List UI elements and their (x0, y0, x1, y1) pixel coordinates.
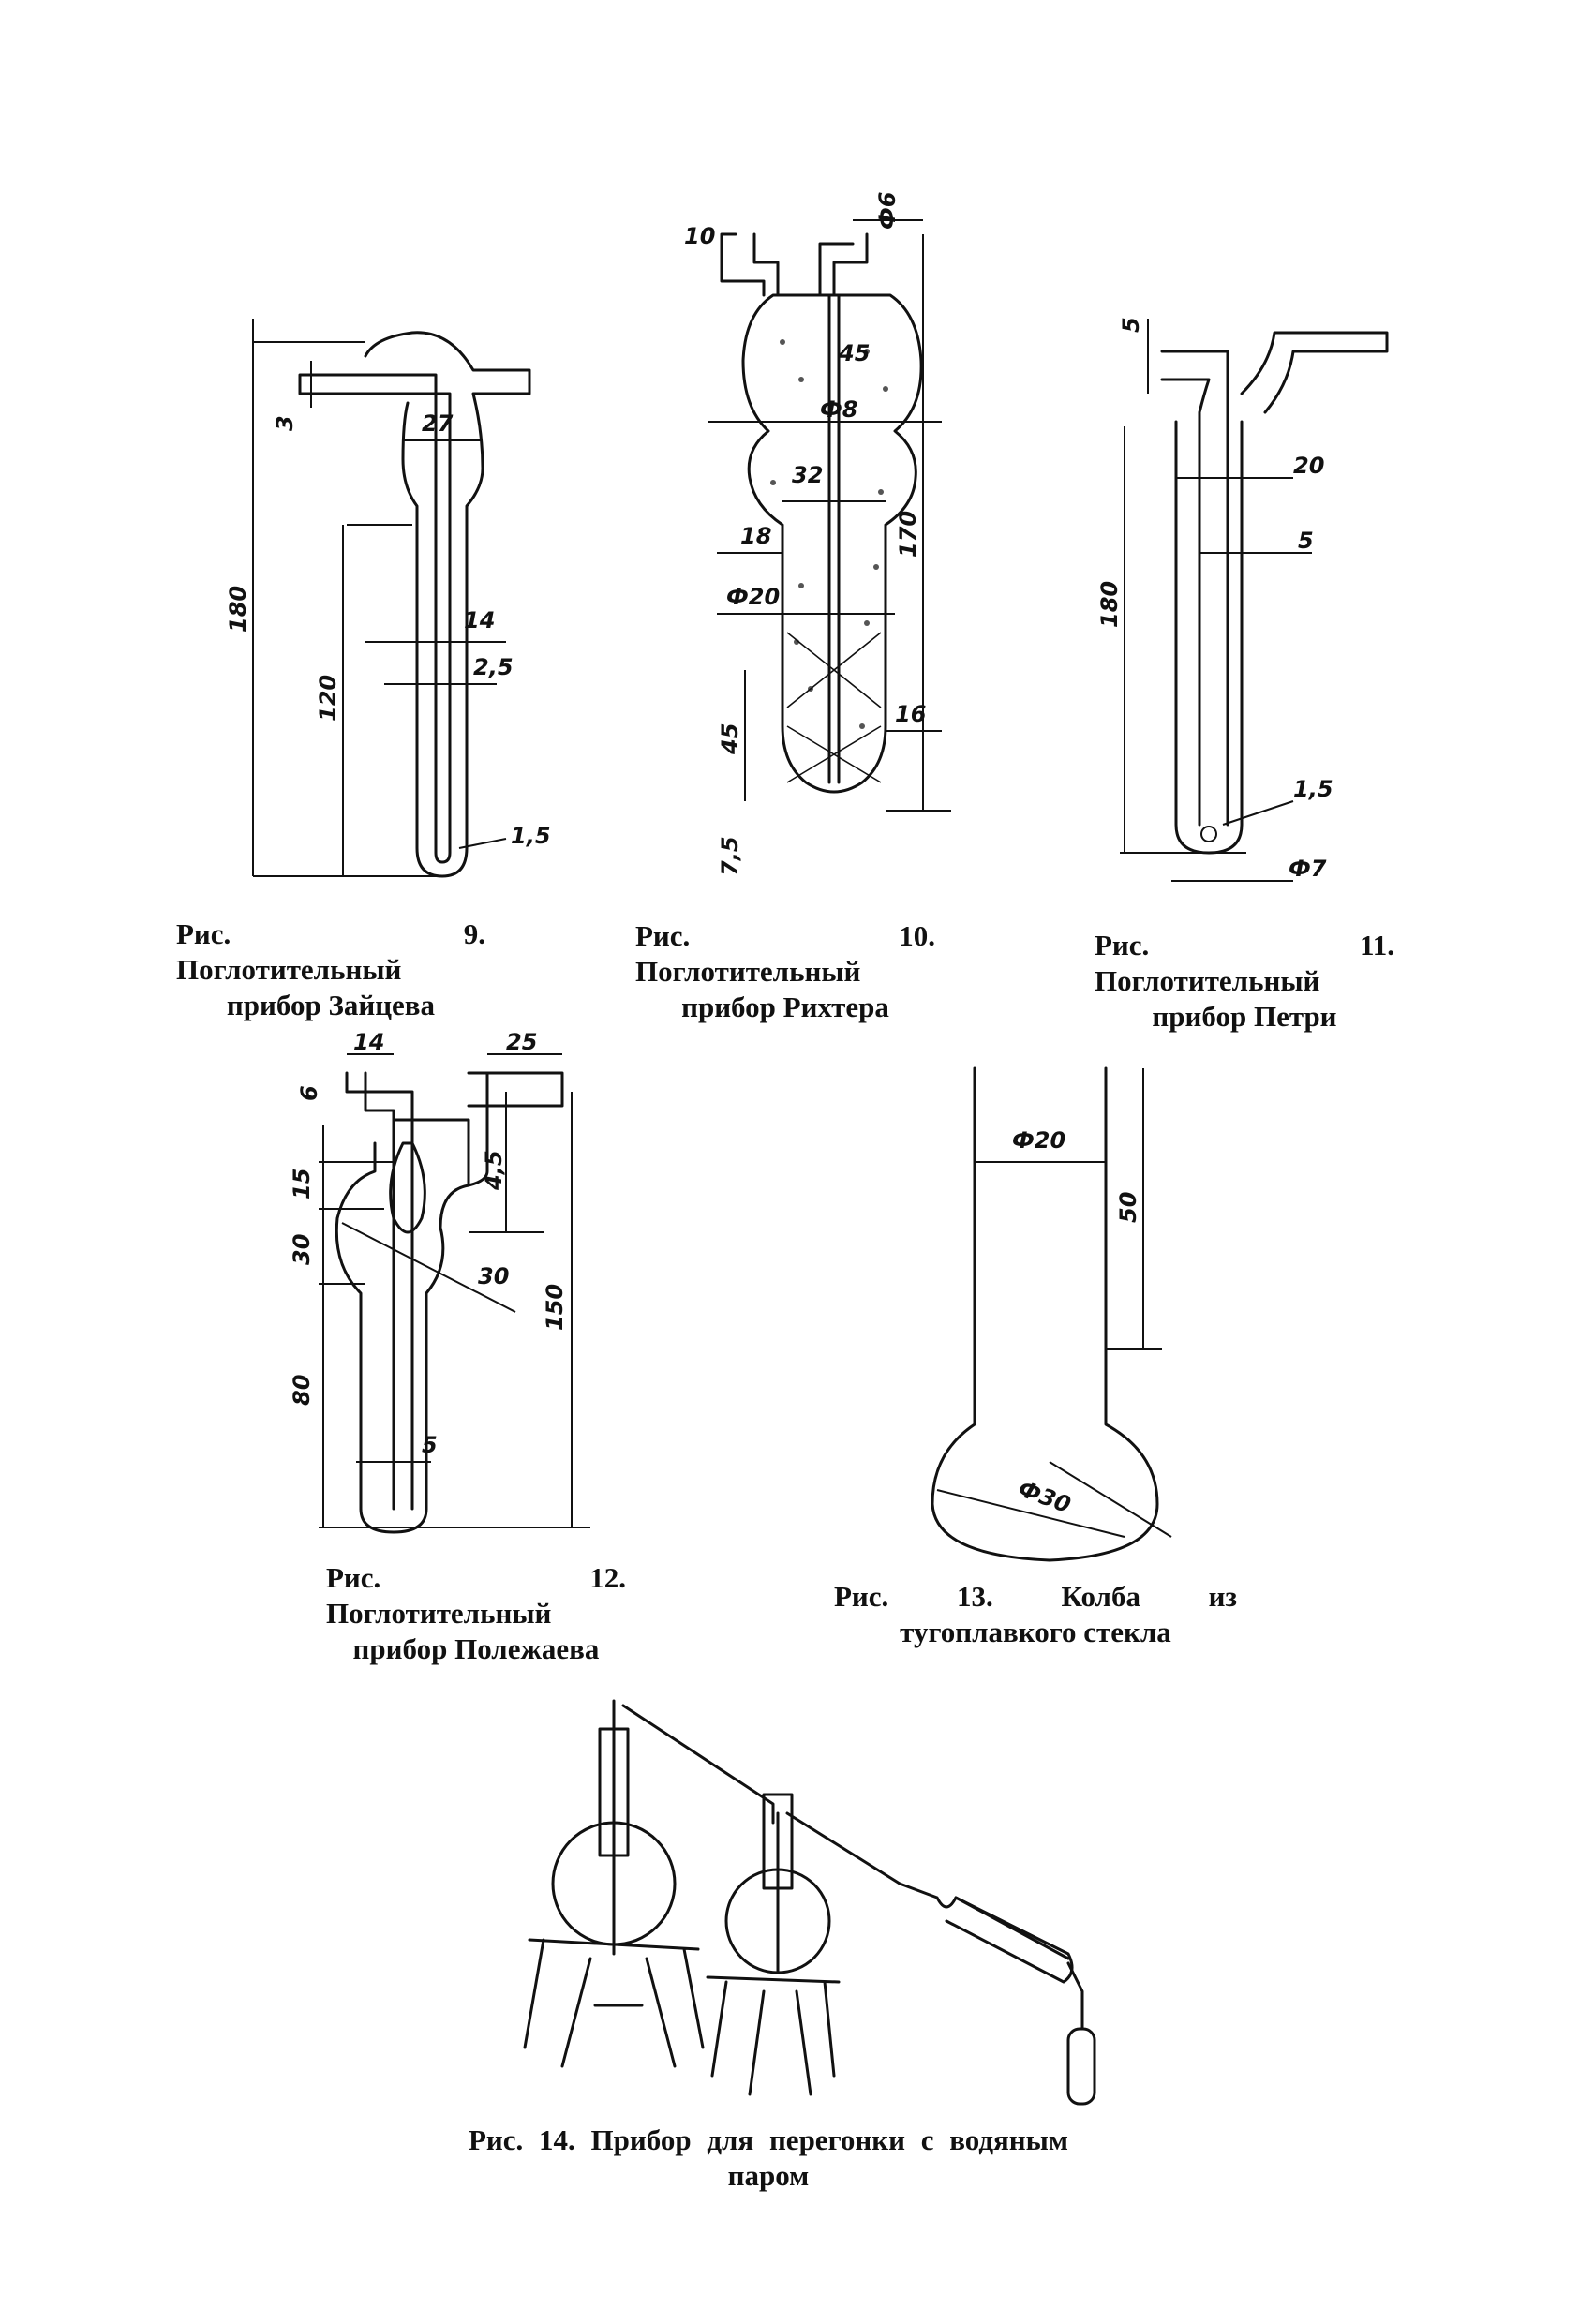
dim-label: 45 (838, 340, 870, 366)
dim-label: 3 (272, 415, 298, 431)
figure-13-refractory-flask: Ф20 50 Ф30 (918, 1050, 1199, 1574)
petri-dimension-labels: 5 20 5 180 1,5 Ф7 (1096, 317, 1333, 882)
dim-label: 10 (684, 223, 715, 249)
dim-label: 1,5 (511, 823, 551, 849)
dim-label: 27 (422, 410, 454, 437)
dim-label: 20 (1293, 453, 1324, 479)
dim-label: 120 (315, 675, 341, 722)
flask-outline (931, 1066, 1159, 1562)
dim-label: 15 (289, 1169, 315, 1199)
zaitsev-vessel-outline (364, 331, 531, 878)
dim-label: 32 (792, 462, 823, 488)
polezhaev-vessel-outline (335, 1118, 470, 1511)
dim-label: 30 (478, 1263, 509, 1289)
dim-label: 18 (740, 523, 771, 549)
condenser (898, 1882, 1074, 1984)
figure-11-petri-absorber: 5 20 5 180 1,5 Ф7 (1096, 290, 1443, 900)
richter-vessel-outline (741, 293, 923, 794)
receiver-tube (1066, 2027, 1096, 2106)
dim-label: 30 (289, 1234, 315, 1265)
figure-11-caption: Рис. 11. Поглотительный прибор Петри (1095, 929, 1394, 1033)
dim-label: Ф20 (1012, 1127, 1065, 1154)
dim-label: 170 (895, 511, 921, 558)
dim-label: 14 (464, 607, 495, 633)
figure-10-caption: Рис. 10. Поглотительный прибор Рихтера (635, 919, 935, 1023)
figure-12-caption: Рис. 12. Поглотительный прибор Полежаева (326, 1561, 626, 1665)
dim-label: 25 (506, 1029, 537, 1055)
dim-label: 180 (225, 586, 251, 633)
dim-label: 1,5 (1293, 776, 1333, 802)
dim-label: 5 (1118, 317, 1144, 333)
dim-label: 45 (717, 723, 743, 755)
dim-label: 14 (353, 1029, 384, 1055)
dim-label: 16 (895, 701, 926, 727)
figure-10-richter-absorber: 10 Ф6 45 Ф8 32 170 18 Ф20 45 16 7,5 (670, 192, 970, 895)
figure-13-caption: Рис. 13. Колба из тугоплавкого стекла (834, 1580, 1237, 1648)
dim-label: 5 (422, 1432, 438, 1458)
dim-label: 150 (542, 1284, 568, 1331)
petri-vessel-outline (1174, 420, 1244, 855)
dim-label: Ф20 (726, 584, 780, 610)
dim-label: Ф8 (820, 396, 858, 423)
dim-label: 180 (1096, 581, 1123, 628)
dim-label: 6 (296, 1085, 322, 1101)
zaitsev-dimension-labels: 180 3 27 120 14 2,5 1,5 (225, 410, 551, 849)
dim-label: 50 (1115, 1192, 1141, 1223)
dim-label: Ф6 (874, 192, 901, 231)
dim-label: Ф7 (1289, 856, 1327, 882)
figure-9-caption: Рис. 9. Поглотительный прибор Зайцева (176, 917, 485, 1021)
figure-14-caption: Рис. 14. Прибор для перегонки с водяным … (469, 2123, 1068, 2192)
dim-label: 80 (289, 1375, 315, 1406)
figure-9-zaitsev-absorber: 180 3 27 120 14 2,5 1,5 (225, 319, 581, 900)
dim-label: 7,5 (717, 836, 743, 876)
dim-label: 5 (1298, 528, 1314, 554)
polezhaev-dimension-labels: 14 25 6 15 4,5 30 30 150 80 5 (289, 1029, 568, 1458)
richter-dimension-labels: 10 Ф6 45 Ф8 32 170 18 Ф20 45 16 7,5 (684, 192, 926, 877)
figure-12-polezhaev-absorber: 14 25 6 15 4,5 30 30 150 80 5 (262, 1029, 637, 1546)
dim-label: 4,5 (481, 1150, 507, 1191)
dim-label: 2,5 (473, 654, 514, 680)
figure-14-steam-distillation-apparatus (506, 1682, 1143, 2113)
flask-dimension-labels: Ф20 50 Ф30 (1012, 1127, 1141, 1518)
